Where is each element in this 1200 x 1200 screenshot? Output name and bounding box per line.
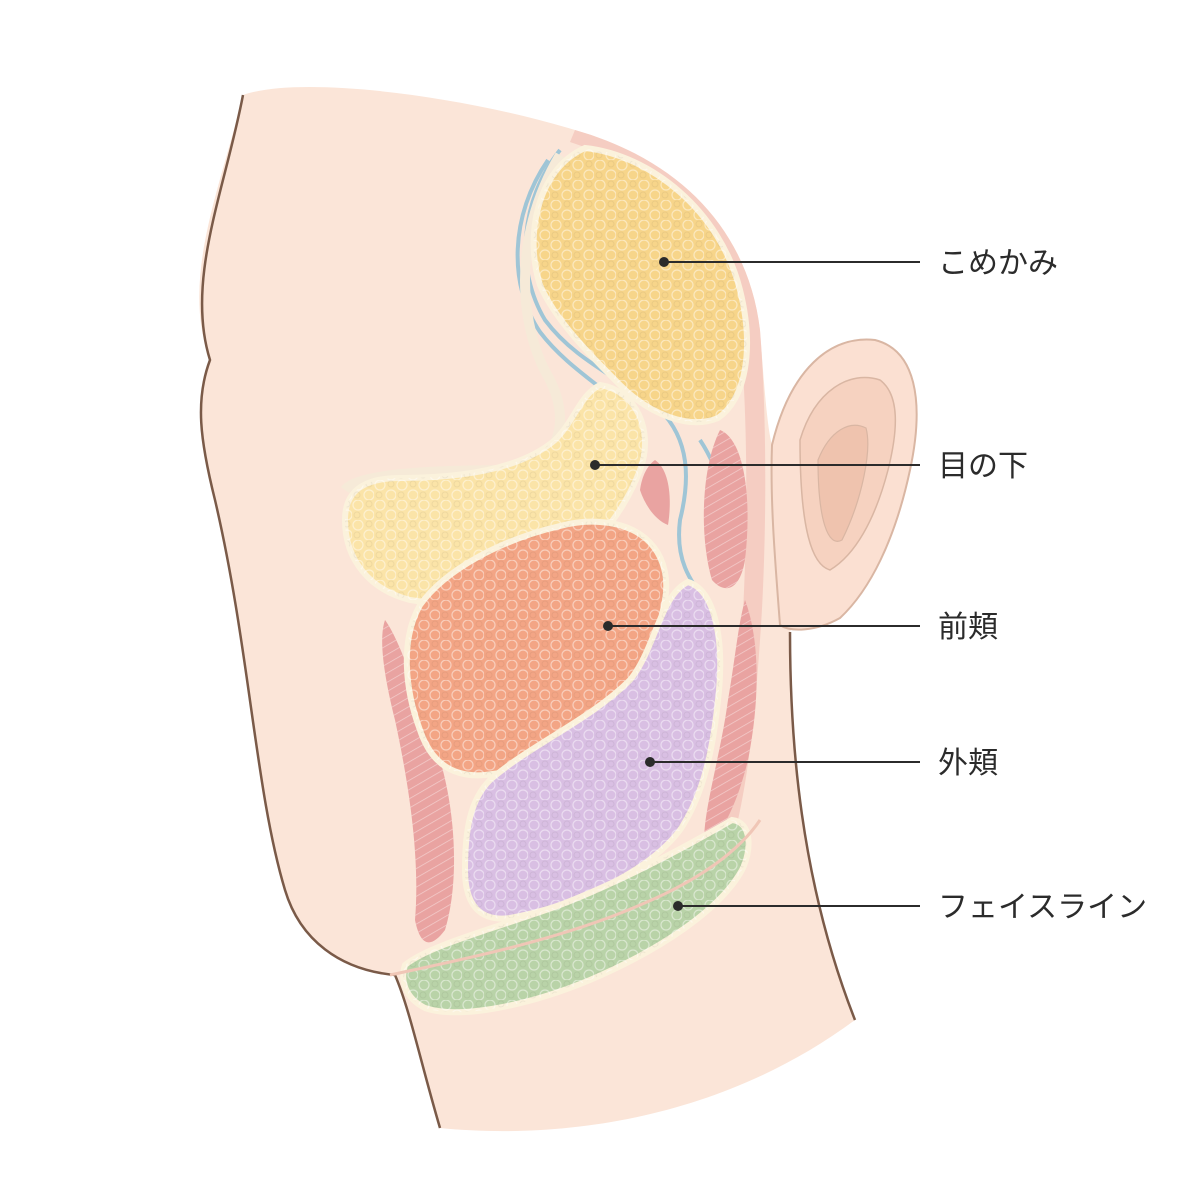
callout-under-eye: 目の下 [590, 449, 1028, 484]
outer-cheek-fat-pad [461, 578, 724, 922]
callout-outer-cheek: 外頬 [645, 746, 998, 781]
ear [770, 338, 918, 631]
label-face-line: フェイスライン [938, 890, 1147, 925]
neck-back-line [788, 631, 857, 1021]
label-outer-cheek: 外頬 [938, 746, 998, 781]
temple-fat-pad [530, 144, 750, 426]
jaw-line [389, 819, 762, 977]
callout-front-cheek: 前頬 [603, 610, 998, 645]
label-under-eye: 目の下 [938, 449, 1028, 484]
callout-temple: こめかみ [659, 246, 1058, 281]
face-line-fat-pad [400, 816, 752, 1016]
callout-face-line: フェイスライン [673, 890, 1147, 925]
muscles [382, 430, 757, 943]
fascia-outline [341, 152, 565, 494]
label-temple: こめかみ [938, 246, 1058, 281]
label-front-cheek: 前頬 [938, 610, 998, 645]
